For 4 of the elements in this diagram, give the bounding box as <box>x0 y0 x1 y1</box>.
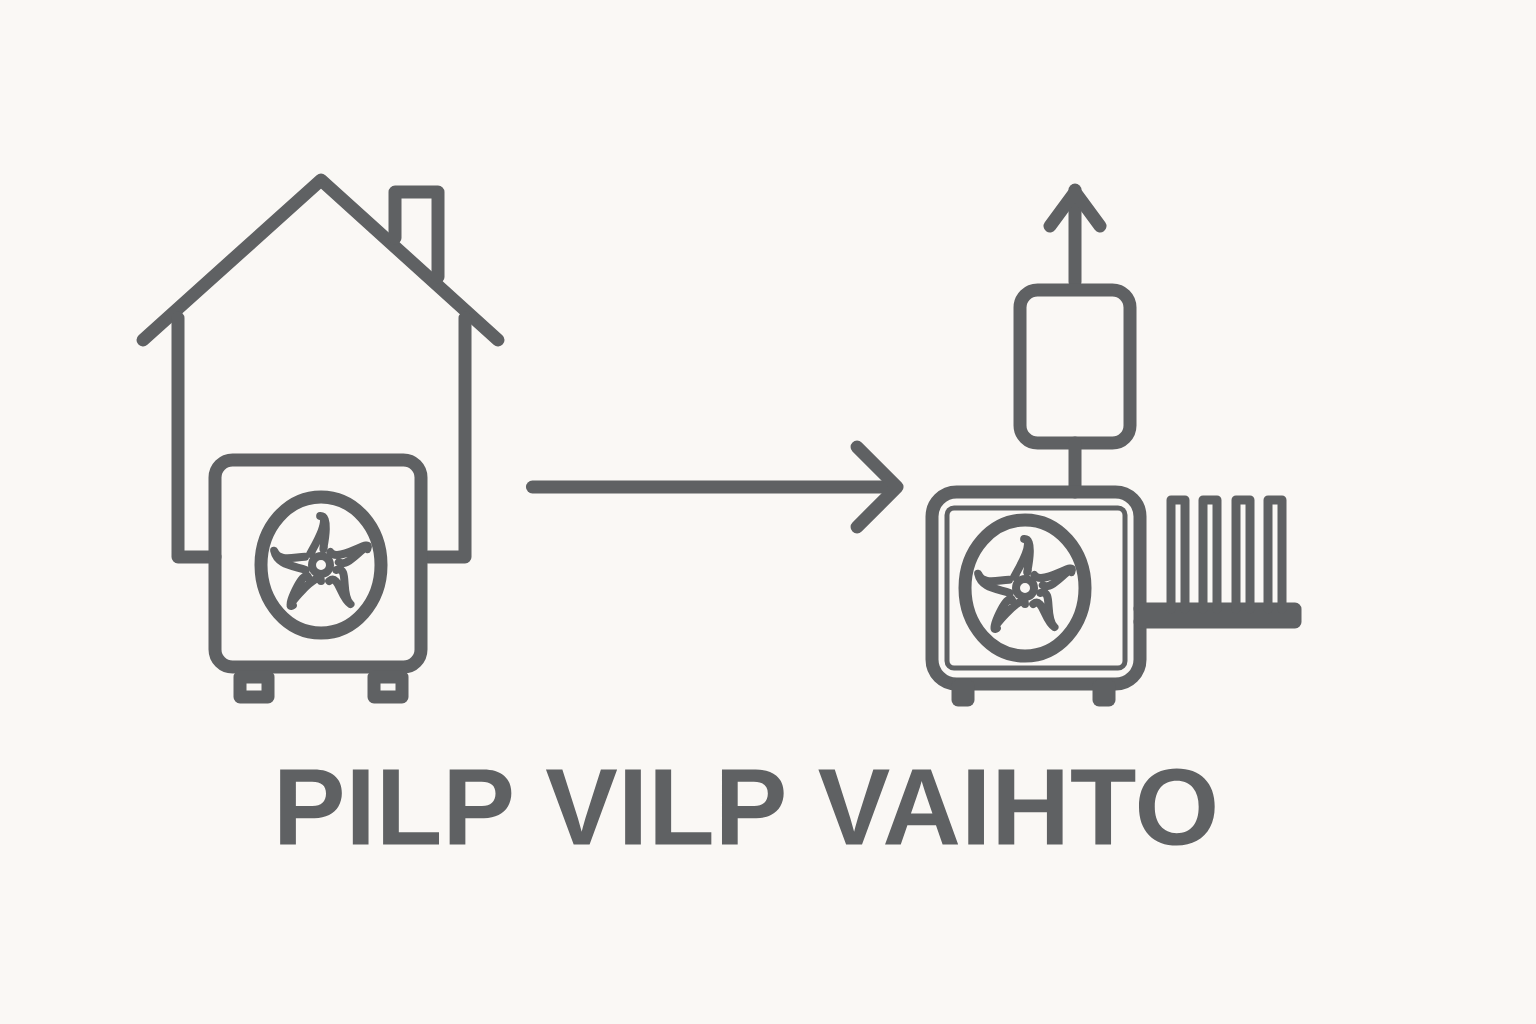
arrow <box>525 440 904 534</box>
heat-pump-radiator-drawing <box>925 183 1302 707</box>
title: PILP VILP VAIHTO <box>280 768 1215 846</box>
house-heat-pump-drawing <box>136 173 505 704</box>
